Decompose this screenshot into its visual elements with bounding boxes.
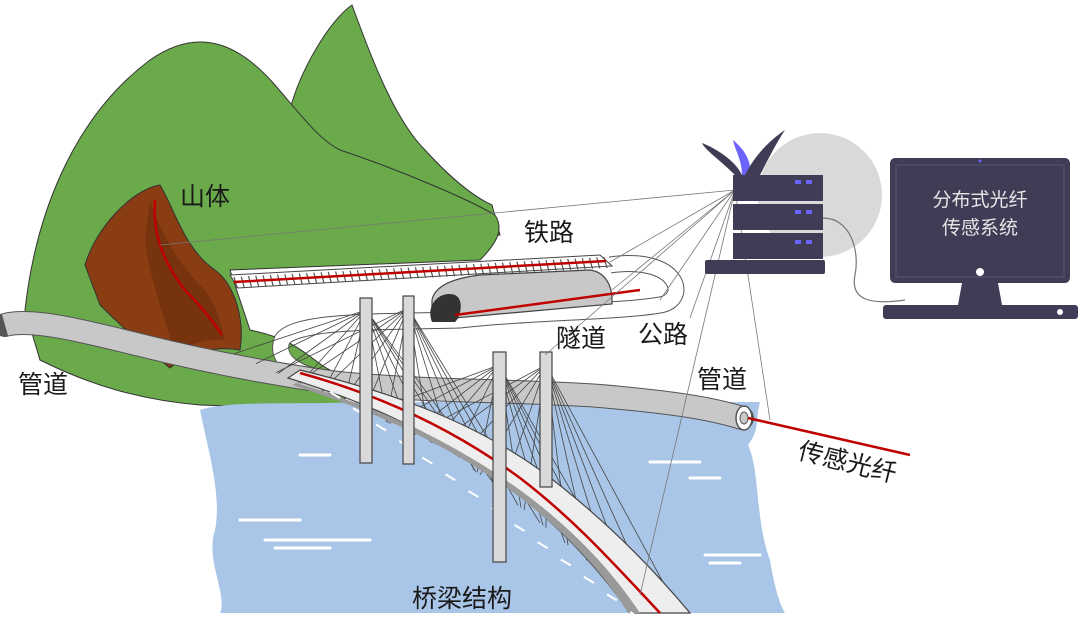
server-rack-icon	[702, 130, 882, 274]
monitor-screen-text: 分布式光纤 传感系统	[896, 186, 1064, 242]
label-mountain: 山体	[180, 184, 230, 209]
mountain-front	[25, 42, 499, 410]
monitor-line-1: 分布式光纤	[896, 186, 1064, 214]
monitor-line-2: 传感系统	[896, 214, 1064, 242]
label-pipeline-left: 管道	[18, 372, 68, 397]
label-road: 公路	[638, 322, 688, 347]
label-pipeline-right: 管道	[697, 367, 747, 392]
label-tunnel: 隧道	[556, 326, 606, 351]
label-railway: 铁路	[524, 220, 574, 245]
mountain-group	[25, 5, 500, 410]
label-bridge: 桥梁结构	[412, 586, 512, 611]
